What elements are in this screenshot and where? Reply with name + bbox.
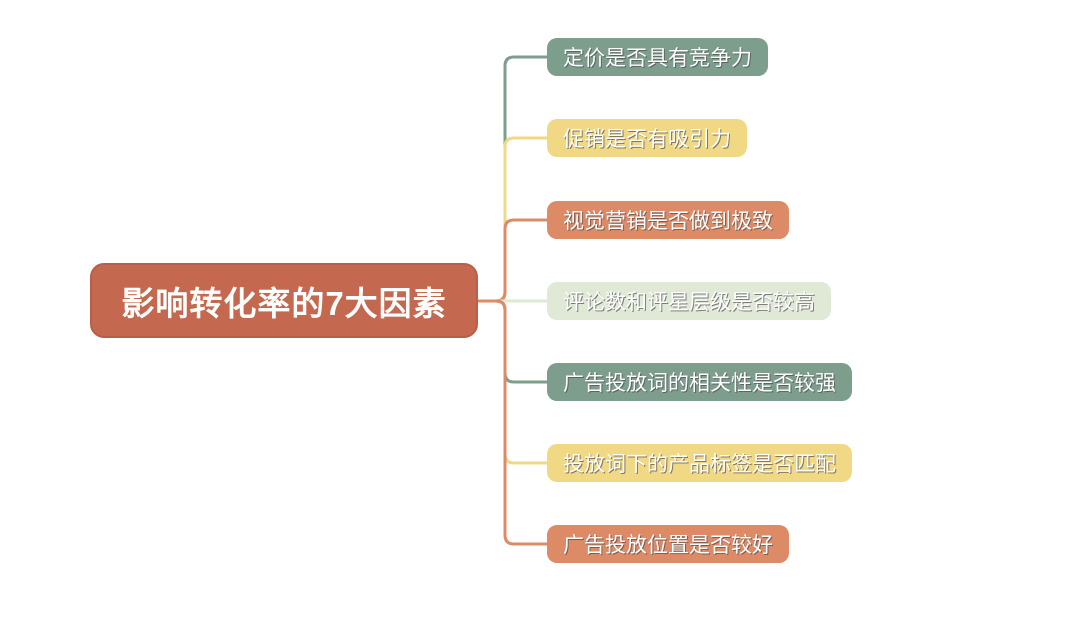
root-node-label: 影响转化率的7大因素 (121, 284, 447, 322)
root-node: 影响转化率的7大因素 (90, 263, 478, 338)
branch-node-label: 广告投放位置是否较好 (563, 534, 773, 557)
branch-node-label: 促销是否有吸引力 (563, 128, 731, 151)
branch-node-ad-placement: 广告投放位置是否较好 (547, 525, 789, 563)
branch-node-ad-keyword-relevance: 广告投放词的相关性是否较强 (547, 363, 852, 401)
branch-node-label: 广告投放词的相关性是否较强 (563, 372, 836, 395)
connector-branch-3 (478, 218, 550, 303)
branch-node-pricing: 定价是否具有竞争力 (547, 38, 768, 76)
branch-node-label: 定价是否具有竞争力 (563, 47, 752, 70)
branch-node-label: 视觉营销是否做到极致 (563, 210, 773, 233)
branch-node-reviews: 评论数和评星层级是否较高 (547, 282, 831, 320)
connector-branch-7 (478, 299, 550, 546)
connector-branch-1 (478, 55, 550, 303)
branch-node-label: 评论数和评星层级是否较高 (563, 291, 815, 314)
branch-node-visual-marketing: 视觉营销是否做到极致 (547, 201, 789, 239)
branch-node-product-tag-match: 投放词下的产品标签是否匹配 (547, 444, 852, 482)
connector-branch-5 (478, 299, 550, 384)
branch-node-promotion: 促销是否有吸引力 (547, 119, 747, 157)
branch-node-label: 投放词下的产品标签是否匹配 (563, 453, 836, 476)
